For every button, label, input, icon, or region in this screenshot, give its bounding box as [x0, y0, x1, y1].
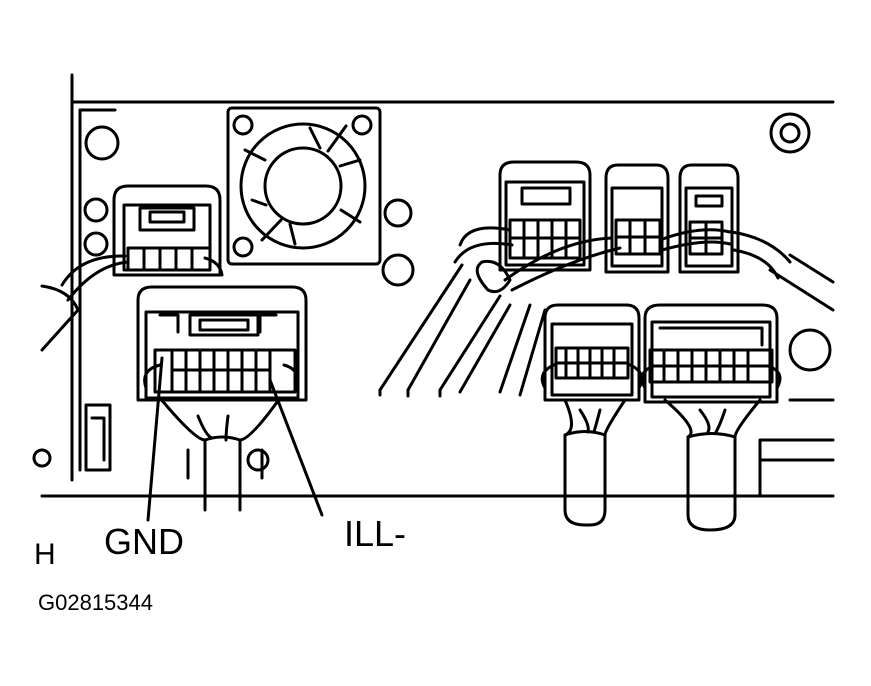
figure-id: G02815344	[38, 590, 153, 615]
lower-right-harness	[563, 398, 762, 532]
connector-lower-right-1	[540, 303, 644, 402]
view-label: H	[34, 538, 56, 571]
middle-harness	[378, 263, 547, 398]
connector-main-left	[136, 285, 308, 402]
gnd-label: GND	[104, 521, 184, 562]
main-harness-left	[158, 396, 282, 512]
connector-upper-right-1	[498, 160, 592, 272]
upper-right-harness	[453, 226, 835, 312]
connector-upper-left	[112, 184, 222, 277]
ill-minus-label: ILL-	[344, 513, 407, 554]
chassis-plate	[32, 73, 835, 498]
connector-upper-right-2	[604, 163, 670, 274]
connector-upper-right-3	[678, 163, 740, 274]
cooling-fan	[226, 106, 415, 287]
left-harness	[40, 254, 224, 352]
gnd-leader-line	[146, 356, 164, 522]
connector-lower-right-2	[640, 303, 782, 404]
ill-leader-line	[268, 378, 324, 517]
callout-leaders	[146, 356, 324, 522]
